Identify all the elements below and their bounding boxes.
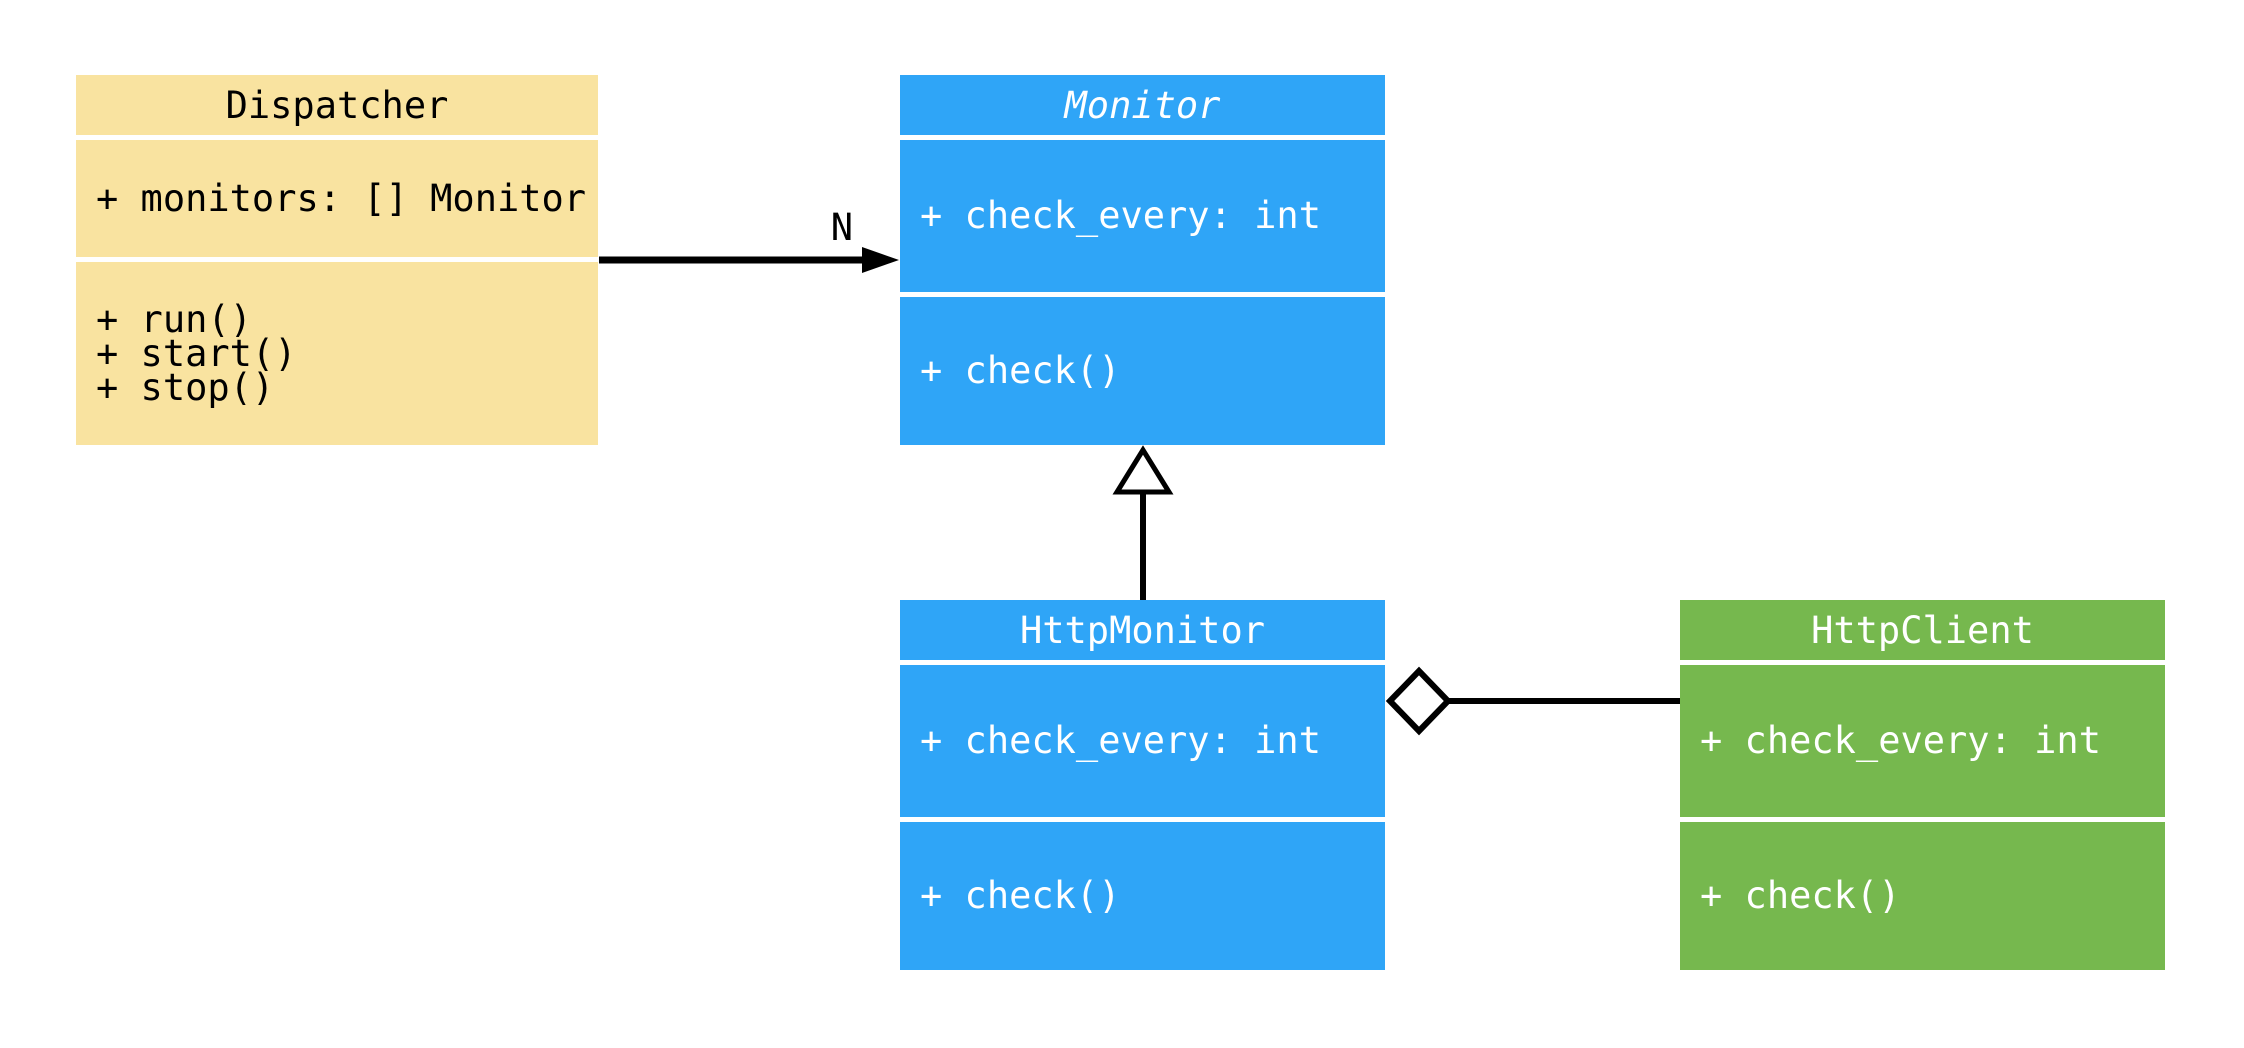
class-name: Monitor	[1064, 83, 1221, 127]
association-arrowhead-icon	[862, 247, 899, 273]
attribute-entry: + monitors: [] Monitor	[96, 176, 587, 220]
section-divider	[900, 660, 1385, 665]
attributes-section: + monitors: [] Monitor	[76, 140, 598, 257]
methods-section: + run() + start() + stop()	[76, 262, 598, 445]
attributes-section: + check_every: int	[900, 140, 1385, 292]
attribute-entry: + check_every: int	[1700, 719, 2101, 762]
method-entry: + stop()	[96, 365, 275, 409]
class-box-httpmonitor: HttpMonitor + check_every: int + check()	[900, 600, 1385, 970]
methods-section: + check()	[1680, 822, 2165, 970]
inheritance-arrow	[1112, 445, 1174, 601]
class-name: HttpMonitor	[1019, 608, 1266, 652]
methods-section: + check()	[900, 297, 1385, 445]
method-entry: + check()	[1700, 874, 1901, 917]
class-box-monitor: Monitor + check_every: int + check()	[900, 75, 1385, 445]
inheritance-triangle-icon	[1112, 445, 1174, 495]
attribute-entry: + check_every: int	[920, 719, 1321, 762]
section-divider	[1680, 660, 2165, 665]
association-multiplicity-label: N	[831, 206, 853, 249]
class-box-dispatcher: Dispatcher + monitors: [] Monitor + run(…	[76, 75, 598, 445]
aggregation-diamond-icon	[1385, 666, 1453, 736]
section-divider	[1680, 817, 2165, 822]
methods-section: + check()	[900, 822, 1385, 970]
section-divider	[76, 257, 598, 262]
attributes-section: + check_every: int	[1680, 665, 2165, 817]
method-entry: + check()	[920, 874, 1121, 917]
class-name: HttpClient	[1811, 608, 2034, 652]
class-box-httpclient: HttpClient + check_every: int + check()	[1680, 600, 2165, 970]
section-divider	[76, 135, 598, 140]
association-arrow: N	[599, 206, 899, 273]
section-divider	[900, 135, 1385, 140]
method-entry: + start()	[96, 331, 297, 375]
method-entry: + run()	[96, 297, 252, 341]
section-divider	[900, 817, 1385, 822]
attribute-entry: + check_every: int	[920, 194, 1321, 237]
section-divider	[900, 292, 1385, 297]
method-entry: + check()	[920, 349, 1121, 392]
class-name: Dispatcher	[225, 83, 449, 127]
aggregation-connector	[1385, 666, 1681, 736]
attributes-section: + check_every: int	[900, 665, 1385, 817]
